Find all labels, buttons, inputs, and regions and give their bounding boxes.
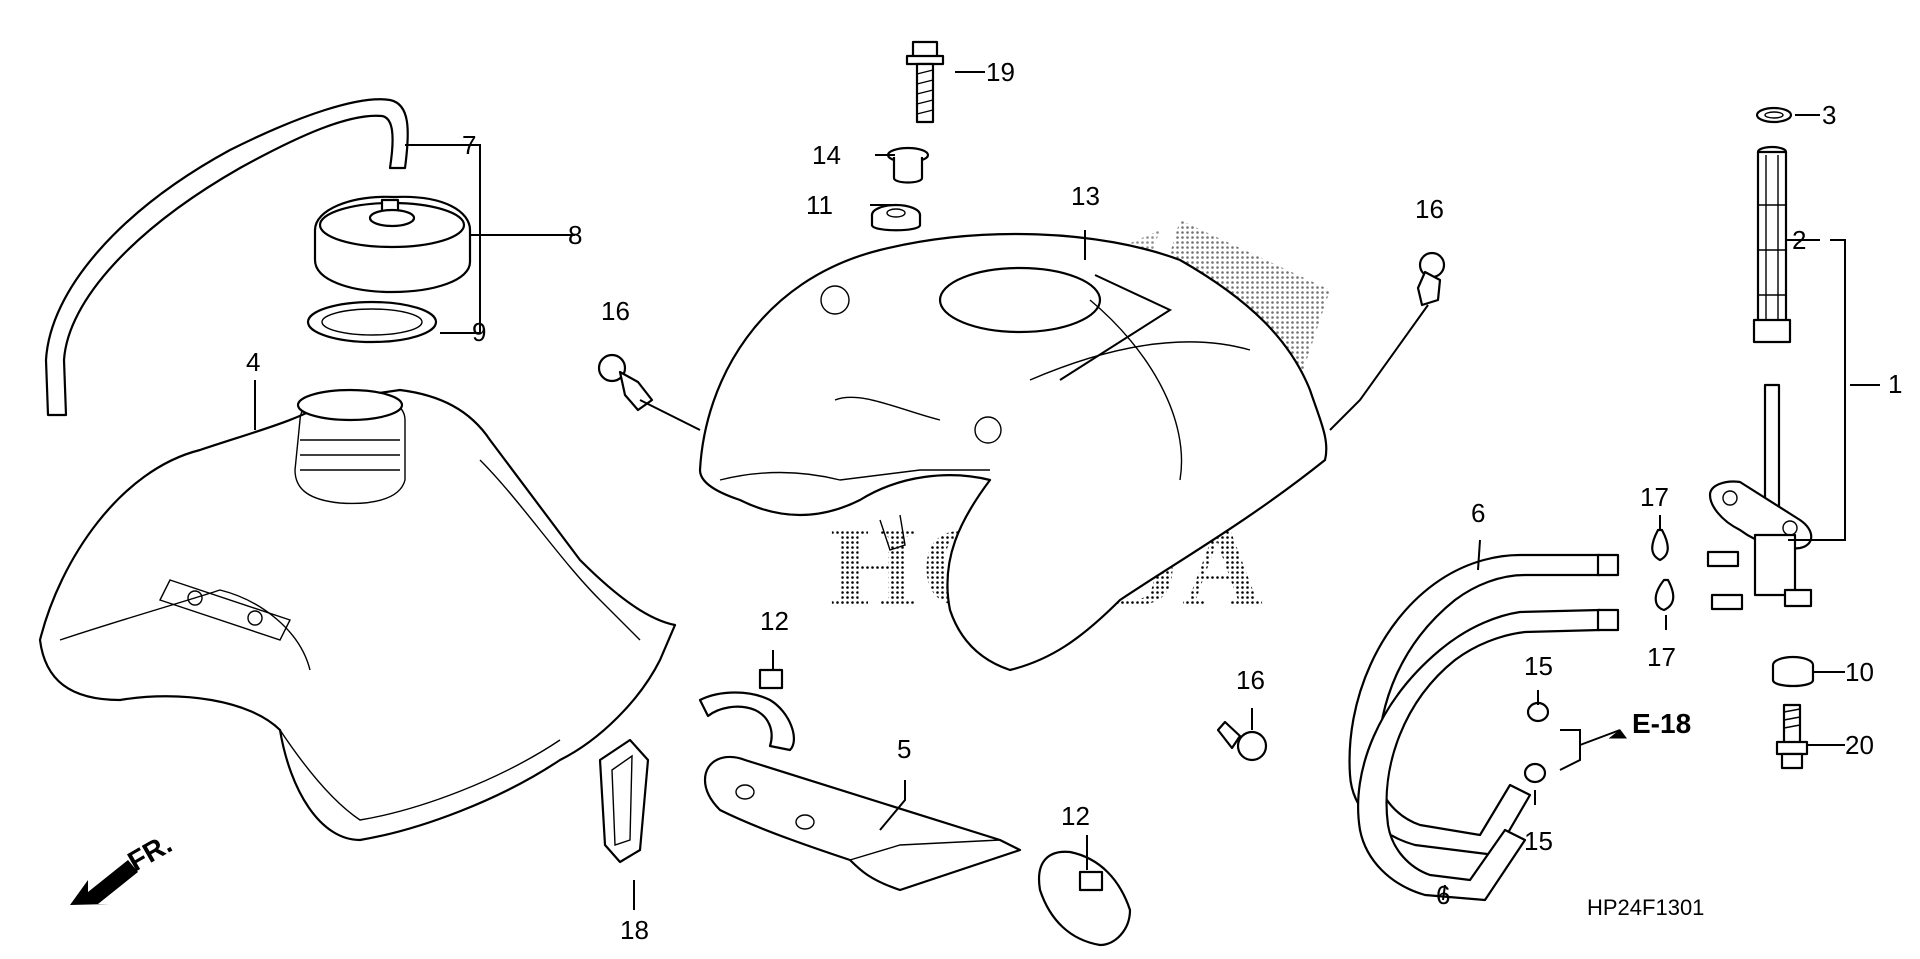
callout-1: 1	[1888, 369, 1902, 399]
callout-6-lower: 6	[1436, 880, 1450, 910]
strap-18	[598, 738, 650, 864]
drawing-code: HP24F1301	[1587, 895, 1704, 920]
callout-labels: 1 2 3 4 5 6 6 7 8 9 10 11 12 12 13 14 15…	[246, 57, 1902, 945]
clip-16-c	[1216, 720, 1268, 762]
collar-14	[886, 146, 930, 184]
callout-12-a: 12	[760, 606, 789, 636]
bracket-5	[703, 755, 1022, 892]
band-12-b	[1037, 850, 1132, 947]
cap-nut-10	[1771, 655, 1815, 688]
clip-17-b	[1654, 578, 1675, 612]
callout-2: 2	[1792, 225, 1806, 255]
fuel-valve-1	[1706, 383, 1813, 611]
breather-hose	[44, 98, 409, 417]
callout-18: 18	[620, 915, 649, 945]
fuel-tank	[38, 388, 677, 842]
fuel-hose-6-upper	[1348, 553, 1602, 857]
callout-10: 10	[1845, 657, 1874, 687]
callout-7: 7	[462, 130, 476, 160]
callout-17-a: 17	[1640, 482, 1669, 512]
grommet-11	[870, 203, 922, 232]
fuel-hose-6-lower	[1357, 553, 1620, 902]
callout-8: 8	[568, 220, 582, 250]
callout-15-a: 15	[1524, 651, 1553, 681]
callout-5: 5	[897, 734, 911, 764]
bolt-20	[1775, 703, 1809, 770]
tank-shroud	[698, 232, 1328, 672]
fuel-cap	[313, 195, 472, 294]
o-ring-3	[1755, 106, 1793, 124]
callout-19: 19	[986, 57, 1015, 87]
callout-16-b: 16	[1415, 194, 1444, 224]
hose-clamp-15-a	[1526, 701, 1550, 723]
band-12-a	[698, 668, 795, 752]
callout-16-c: 16	[1236, 665, 1265, 695]
cap-gasket	[306, 300, 438, 344]
clip-17-a	[1651, 528, 1669, 562]
bolt-19	[905, 40, 945, 124]
clip-16-a	[597, 353, 654, 412]
callout-12-b: 12	[1061, 801, 1090, 831]
section-reference: E-18	[1632, 708, 1691, 739]
callout-9: 9	[472, 317, 486, 347]
clip-16-b	[1416, 251, 1446, 307]
callout-14: 14	[812, 140, 841, 170]
front-direction-arrow: FR.	[70, 828, 177, 905]
callout-6-upper: 6	[1471, 498, 1485, 528]
callout-11: 11	[806, 190, 833, 220]
callout-15-b: 15	[1524, 826, 1553, 856]
leader-lines	[254, 71, 1880, 910]
callout-13: 13	[1071, 181, 1100, 211]
hose-clamp-15-b	[1523, 762, 1547, 784]
callout-4: 4	[246, 347, 260, 377]
callout-20: 20	[1845, 730, 1874, 760]
callout-16-a: 16	[601, 296, 630, 326]
callout-17-b: 17	[1647, 642, 1676, 672]
strainer-screen-2	[1752, 145, 1792, 344]
callout-3: 3	[1822, 100, 1836, 130]
